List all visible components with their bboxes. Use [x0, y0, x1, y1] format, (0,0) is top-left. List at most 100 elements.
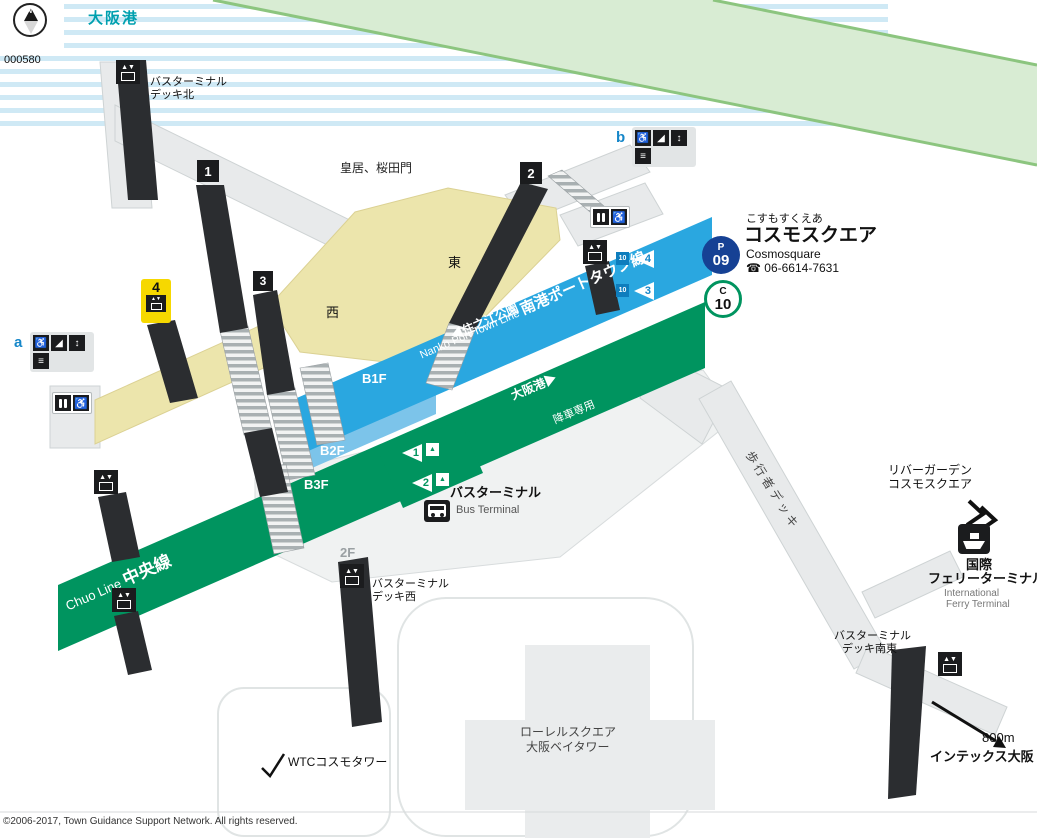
facility-cluster-b: ♿ ◢ ↕ ≡	[632, 127, 696, 167]
entrance-4-badge: 4 ▲▼	[141, 279, 171, 323]
bus-terminal-label-en: Bus Terminal	[456, 504, 520, 516]
shaft-entrance1	[196, 185, 248, 333]
deck-se-label-1: バスターミナル	[834, 630, 911, 642]
ferry-label-ja-2: フェリーターミナル	[928, 571, 1037, 586]
pedestrian-deck-path	[698, 380, 887, 670]
west-label: 西	[326, 305, 340, 320]
deck-southeast	[855, 644, 1008, 736]
laurel-square-label-2: 大阪ベイタワー	[526, 740, 610, 754]
east-label: 東	[448, 255, 462, 270]
wheelchair-icon: ♿	[73, 395, 89, 411]
river-garden-label-1: リバーガーデン	[888, 463, 973, 477]
shaft-west-lower	[114, 611, 152, 675]
toilet-icon	[55, 395, 71, 411]
entrance-1-badge: 1	[197, 160, 219, 182]
building-outline-small	[217, 687, 391, 837]
ship-icon	[958, 524, 990, 554]
elevator-icon: ▲▼	[146, 295, 166, 313]
copyright: ©2006-2017, Town Guidance Support Networ…	[3, 816, 298, 827]
escalator-up-icon: ▲	[436, 473, 449, 486]
exit-a-label: a	[14, 334, 23, 351]
station-name-en: Cosmosquare	[746, 247, 821, 261]
elevator-icon: ↕	[671, 130, 687, 146]
ferry-label-en-2: Ferry Terminal	[946, 599, 1010, 610]
shaft-entrance1-lower	[244, 428, 288, 497]
shaft-elevator-east	[585, 261, 620, 315]
wheelchair-icon: ♿	[33, 335, 49, 351]
shaft-deck-north	[116, 60, 158, 200]
ferry-label-en-1: International	[944, 588, 1000, 599]
deck-se-label-2: デッキ南東	[842, 643, 897, 655]
intex-arrow-head	[993, 736, 1006, 748]
building-cross-horizontal	[465, 720, 715, 810]
intex-arrow-line	[931, 700, 997, 743]
floor-b1f-label: B1F	[362, 371, 387, 386]
intex-label: インテックス大阪	[930, 749, 1034, 764]
compass-north-label: N	[27, 8, 33, 15]
compass: N	[0, 0, 64, 52]
entrance-2-badge: 2	[520, 162, 542, 184]
wtc-tower-label: WTCコスモタワー	[288, 755, 388, 769]
floor-b2f-label: B2F	[320, 443, 345, 458]
deck-west-label-2: デッキ西	[372, 591, 416, 603]
map-code: 000580	[4, 54, 41, 66]
elevator-icon: ▲▼	[938, 652, 962, 676]
escalator-number-icon: 10	[616, 252, 629, 265]
toilet-sign-west: ♿	[52, 392, 92, 414]
compass-needle-icon	[24, 8, 38, 21]
wheelchair-icon: ♿	[635, 130, 651, 146]
wheelchair-icon: ♿	[611, 209, 627, 225]
deck-north-label-2: デッキ北	[150, 89, 194, 101]
escalator-up-icon: ▲	[426, 443, 439, 456]
station-number-badge-c10: C 10	[704, 280, 742, 318]
elevator-icon: ▲▼	[340, 564, 364, 588]
park-band-edge-bottom	[212, 0, 1037, 167]
station-number-badge-p09: P 09	[702, 236, 740, 274]
b2f-strip	[296, 394, 436, 475]
stairs-concourse	[299, 362, 346, 446]
shaft-entrance2	[449, 182, 548, 330]
toilet-icon	[593, 209, 609, 225]
station-name-kana: こすもすくえあ	[746, 213, 823, 225]
deck-west-label-1: バスターミナル	[372, 578, 449, 590]
shaft-deck-west	[338, 557, 382, 727]
station-name: コスモスクエア	[744, 225, 878, 246]
facility-cluster-a: ♿ ◢ ↕ ≡	[30, 332, 94, 372]
deck-north-label-1: バスターミナル	[150, 76, 227, 88]
river-garden-label-2: コスモスクエア	[888, 477, 973, 491]
floor-b3f-label: B3F	[304, 477, 329, 492]
stairs-icon: ≡	[635, 148, 651, 164]
escalator-icon: ◢	[51, 335, 67, 351]
stairs-icon: ≡	[33, 353, 49, 369]
elevator-icon: ▲▼	[583, 240, 607, 264]
ferry-label-ja-1: 国際	[966, 557, 993, 572]
shaft-west-upper	[98, 492, 140, 562]
escalator-number-icon: 10	[616, 284, 629, 297]
landmark-label: 皇居、桜田門	[340, 161, 413, 175]
concourse-b1f	[269, 187, 561, 363]
intex-distance-label: 800m	[982, 730, 1015, 745]
floor-2f-label: 2F	[340, 545, 356, 560]
park-band-edge-top	[712, 0, 1037, 67]
escalator-icon: ◢	[653, 130, 669, 146]
ferry-chevron-icon	[965, 499, 987, 527]
elevator-icon: ▲▼	[116, 60, 140, 84]
chuo-platform-step	[380, 420, 483, 508]
station-phone: ☎ 06-6614-7631	[746, 261, 840, 275]
bus-icon	[424, 500, 450, 522]
elevator-icon: ▲▼	[94, 470, 118, 494]
elevator-icon: ▲▼	[112, 588, 136, 612]
elevator-icon: ↕	[69, 335, 85, 351]
chuo-line-band	[58, 302, 705, 651]
shaft-entrance4	[147, 320, 198, 403]
shaft-deck-southeast	[888, 646, 926, 799]
laurel-square-label-1: ローレルスクエア	[520, 725, 617, 739]
wtc-check-arrow-icon	[261, 753, 286, 778]
ferry-connector-deck	[861, 550, 964, 619]
toilet-sign-east: ♿	[590, 206, 630, 228]
compass-needle-south-icon	[24, 21, 38, 34]
entrance-3-badge: 3	[253, 271, 273, 291]
shaft-entrance3	[253, 290, 295, 395]
